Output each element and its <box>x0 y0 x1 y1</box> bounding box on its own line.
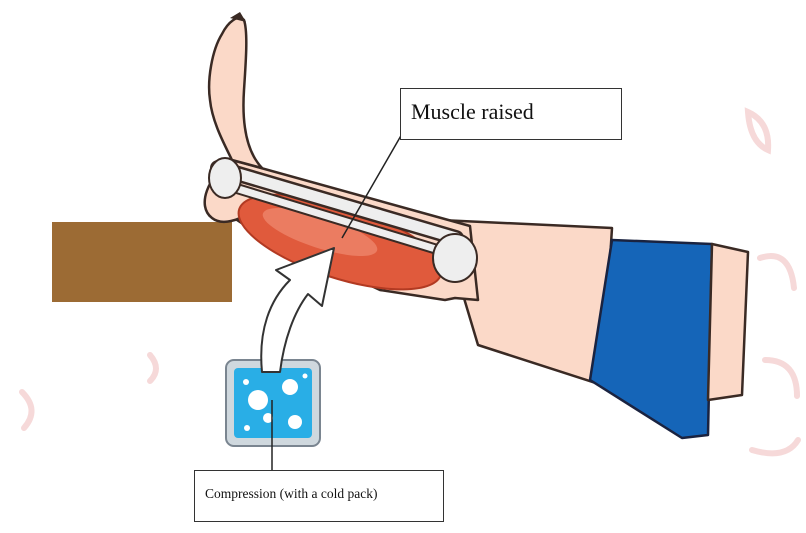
hip <box>708 244 748 400</box>
shorts-icon <box>590 240 712 438</box>
support-block-icon <box>52 222 232 302</box>
compression-label: Compression (with a cold pack) <box>194 470 444 522</box>
muscle-raised-label: Muscle raised <box>400 88 622 140</box>
arrow-icon <box>261 248 334 372</box>
